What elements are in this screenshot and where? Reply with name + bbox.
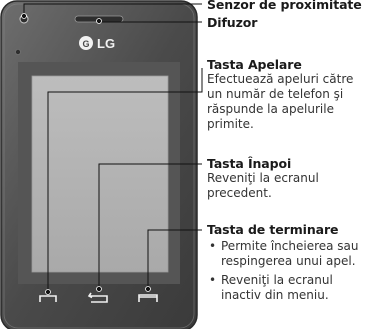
- call-key[interactable]: [39, 295, 57, 302]
- lg-logo-glyph: G: [82, 39, 89, 49]
- back-arrow-icon: [87, 292, 108, 303]
- leader-call-dot: [45, 289, 51, 295]
- back-key-description: Reveniţi la ecranul precedent.: [207, 171, 319, 200]
- end-key-icon: [138, 294, 158, 302]
- label-proximity-sensor: Senzor de proximitate: [207, 0, 362, 12]
- leader-speaker-dot: [96, 18, 102, 24]
- leader-back: [98, 163, 202, 290]
- label-speaker: Difuzor: [207, 15, 258, 30]
- leader-proximity-dot: [21, 13, 27, 19]
- end-key-bullets: Permite încheierea sau respingerea unui …: [207, 239, 363, 303]
- lg-brand-text: LG: [97, 36, 115, 51]
- end-key-title: Tasta de terminare: [207, 222, 339, 237]
- end-key-bullet: Reveniţi la ecranul inactiv din meniu.: [207, 273, 363, 303]
- leader-back-dot: [96, 286, 102, 292]
- callout-call-key: Tasta Apelare Efectuează apeluri către u…: [207, 57, 363, 132]
- callout-back-key: Tasta Înapoi Reveniţi la ecranul precede…: [207, 156, 363, 201]
- end-key[interactable]: [138, 294, 158, 302]
- call-key-title: Tasta Apelare: [207, 57, 302, 72]
- back-key[interactable]: [87, 292, 108, 303]
- leader-end: [147, 229, 202, 289]
- call-key-description: Efectuează apeluri către un număr de tel…: [207, 72, 354, 131]
- screen: [31, 75, 169, 273]
- back-key-title: Tasta Înapoi: [207, 156, 292, 171]
- leader-call: [47, 68, 203, 294]
- lg-logo-icon: [79, 36, 93, 50]
- end-key-bullet: Permite încheierea sau respingerea unui …: [207, 239, 363, 269]
- callout-end-key: Tasta de terminare Permite încheierea sa…: [207, 222, 363, 307]
- call-key-icon: [39, 295, 57, 302]
- camera-dot: [15, 49, 21, 55]
- leader-proximity: [23, 3, 202, 17]
- leader-end-dot: [145, 286, 151, 292]
